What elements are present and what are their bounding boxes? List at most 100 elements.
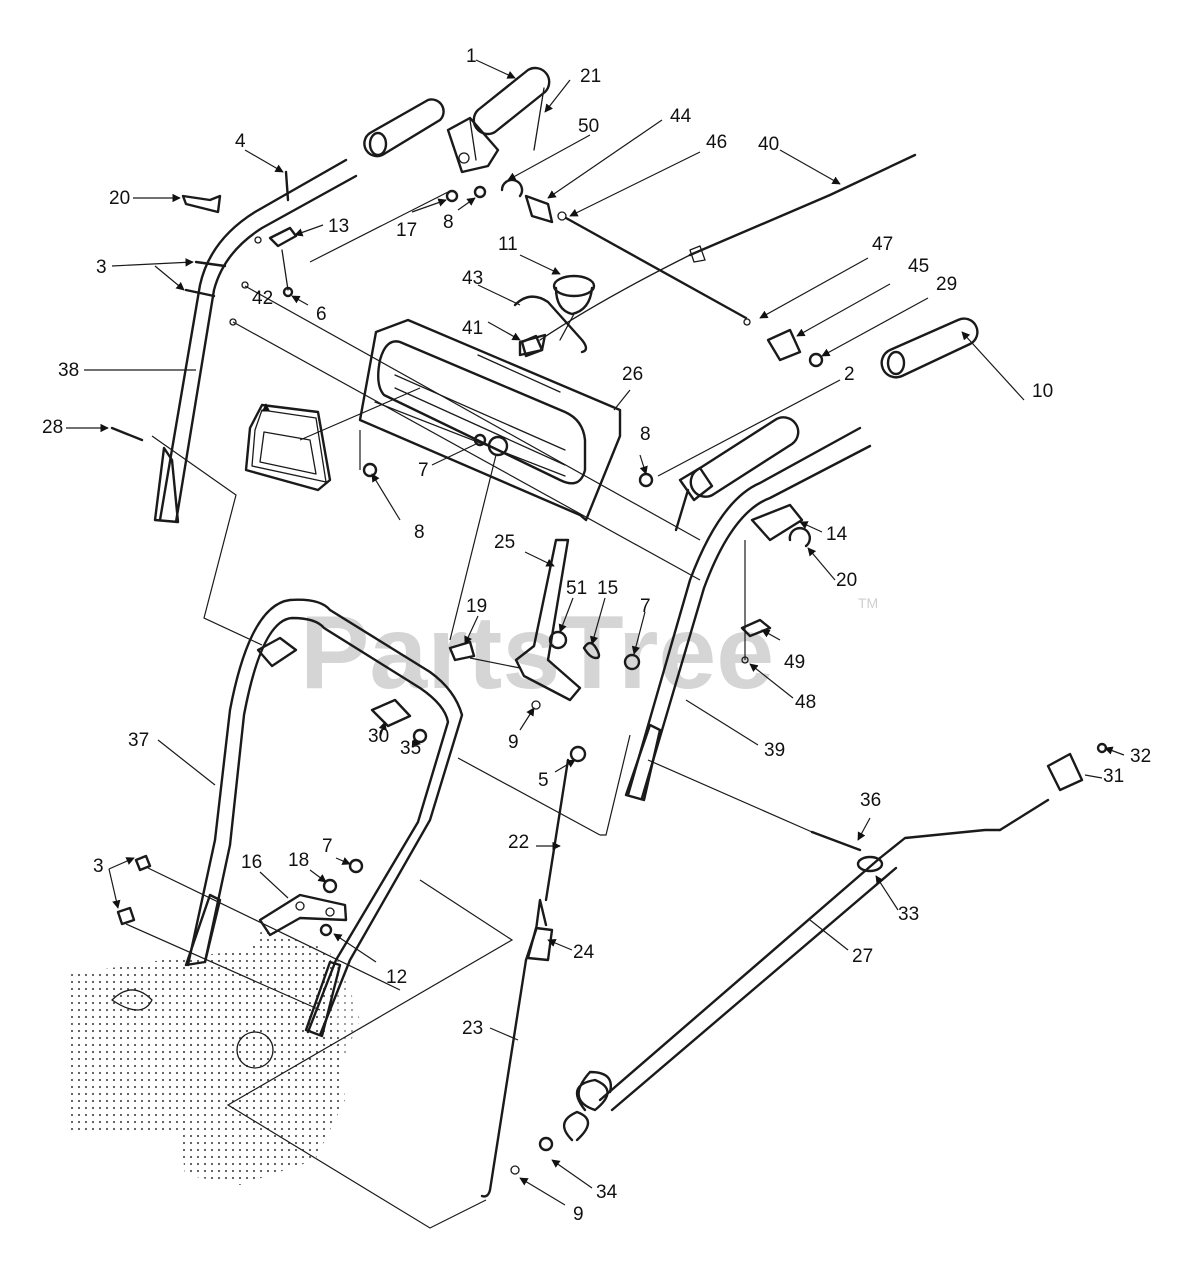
- bolt-3a: [194, 260, 227, 268]
- shift-rod: [500, 178, 824, 368]
- callout-20-right: 20: [836, 570, 857, 591]
- chute-crank: [510, 742, 1108, 1175]
- callout-45: 45: [908, 256, 929, 277]
- part-49: [740, 618, 772, 638]
- control-lever-left: [446, 116, 500, 174]
- callout-labels: 1 2 3 3 4 5 6 7 7 7 7 8 8 8 9 9 9 10 11 …: [42, 46, 1151, 1225]
- callout-29: 29: [936, 274, 957, 295]
- nut-8-right: [638, 472, 654, 488]
- callout-17: 17: [396, 220, 417, 241]
- part-45: [766, 328, 802, 362]
- callout-47: 47: [872, 234, 893, 255]
- callout-50: 50: [578, 116, 599, 137]
- bracket-14: [750, 503, 804, 542]
- knob-30: [370, 698, 412, 728]
- part-41: [520, 334, 544, 358]
- washer-51: [548, 630, 568, 650]
- callout-43: 43: [462, 268, 483, 289]
- screw-17: [445, 189, 459, 203]
- callout-32: 32: [1130, 746, 1151, 767]
- leader-lines: [66, 59, 1125, 1229]
- callout-3-lower: 3: [93, 856, 104, 877]
- callout-8-panel: 8: [414, 522, 425, 543]
- spiral-gear-2: [563, 1110, 590, 1142]
- callout-38: 38: [58, 360, 79, 381]
- callout-42: 42: [252, 288, 273, 309]
- upper-handle-left: [153, 158, 358, 524]
- callout-20-left: 20: [109, 188, 130, 209]
- callout-24: 24: [573, 942, 595, 963]
- callout-41: 41: [462, 318, 483, 339]
- callout-28: 28: [42, 417, 63, 438]
- linkage-arm: [448, 538, 641, 763]
- callout-3-upper: 3: [96, 257, 107, 278]
- callout-33: 33: [898, 904, 919, 925]
- watermark-trademark: TM: [858, 595, 878, 611]
- hand-grips: [363, 66, 979, 498]
- machine-housing-ghost: [66, 930, 360, 1185]
- watermark-text: PartsTree: [300, 595, 774, 711]
- callout-7-bracket: 7: [322, 836, 333, 857]
- pin-36: [810, 830, 862, 852]
- callout-40: 40: [758, 134, 779, 155]
- spring-21: [533, 87, 545, 151]
- callout-14: 14: [826, 524, 848, 545]
- bracket-13: [268, 226, 298, 248]
- knob-30-left: [256, 636, 298, 668]
- grip-31: [1046, 752, 1084, 792]
- callout-21: 21: [580, 66, 601, 87]
- callout-30: 30: [368, 726, 389, 747]
- callout-15: 15: [597, 578, 618, 599]
- lower-handle: [184, 598, 464, 1038]
- callout-7-panel: 7: [418, 460, 429, 481]
- callout-36: 36: [860, 790, 881, 811]
- bolt-20-left: [181, 194, 222, 214]
- callout-2: 2: [844, 364, 855, 385]
- callout-31: 31: [1103, 766, 1124, 787]
- ring-50: [500, 178, 524, 198]
- control-rods: [480, 758, 570, 1198]
- callout-9-bottom: 9: [573, 1204, 584, 1225]
- callout-23: 23: [462, 1018, 483, 1039]
- control-panel: [358, 318, 622, 522]
- callout-6: 6: [316, 304, 327, 325]
- callout-35: 35: [400, 738, 421, 759]
- callout-44: 44: [670, 106, 692, 127]
- callout-16: 16: [241, 852, 262, 873]
- callout-48: 48: [795, 692, 816, 713]
- callout-13: 13: [328, 216, 349, 237]
- callout-5: 5: [538, 770, 549, 791]
- spring-15: [582, 641, 601, 660]
- bolt-3b: [184, 288, 216, 298]
- callout-8-top: 8: [443, 212, 454, 233]
- nut-8-top: [473, 185, 487, 199]
- callout-11: 11: [498, 234, 518, 255]
- nut-6: [282, 286, 294, 298]
- part-44: [524, 194, 554, 224]
- hardware: [110, 87, 654, 488]
- callout-8-right: 8: [640, 424, 651, 445]
- callout-49: 49: [784, 652, 805, 673]
- housing-detail: [111, 989, 153, 1011]
- clip-34: [538, 1136, 554, 1152]
- callout-12: 12: [386, 967, 407, 988]
- callout-27: 27: [852, 946, 873, 967]
- bracket-16: [116, 854, 364, 937]
- pin-19: [448, 640, 476, 662]
- washer-33: [856, 855, 884, 873]
- grip-2: [689, 416, 800, 498]
- nut-5: [569, 745, 587, 763]
- callout-46: 46: [706, 132, 727, 153]
- bolt-28: [110, 426, 144, 442]
- bolt-20-right: [788, 526, 811, 548]
- cable: [539, 153, 917, 341]
- nut-8-mid: [362, 462, 378, 478]
- pin-4: [284, 170, 290, 202]
- callout-22: 22: [508, 832, 529, 853]
- callout-9-linkage: 9: [508, 732, 519, 753]
- callout-34: 34: [596, 1182, 618, 1203]
- callout-37: 37: [128, 730, 149, 751]
- grip-10: [880, 317, 979, 379]
- callout-4: 4: [235, 131, 246, 152]
